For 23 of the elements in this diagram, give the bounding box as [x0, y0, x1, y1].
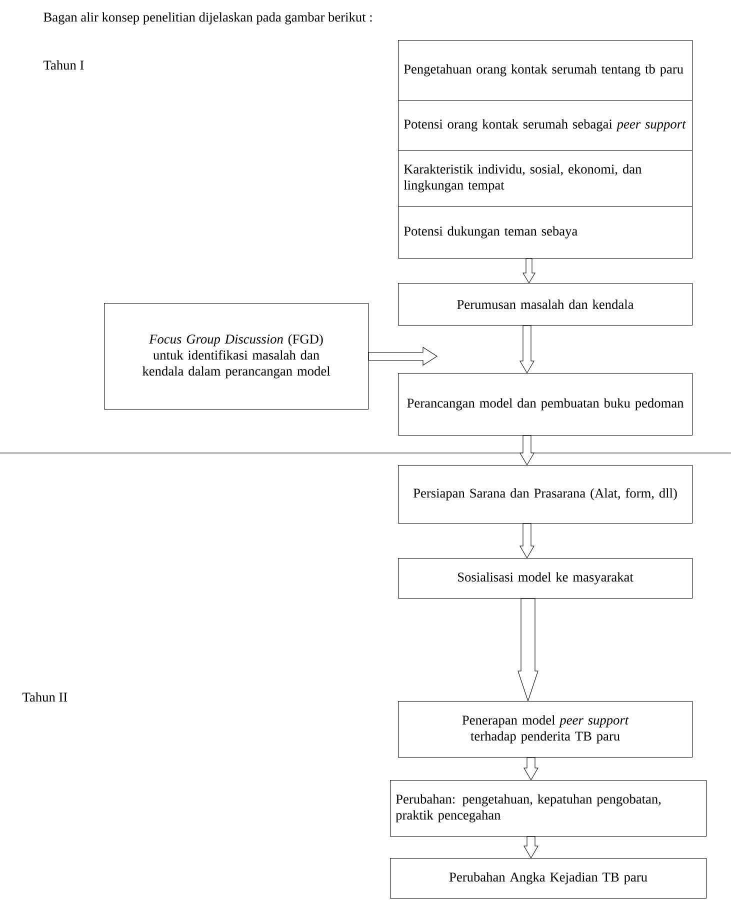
process-box: Penerapan model peer support terhadap penderita TB paru [398, 701, 693, 758]
hollow-arrow [520, 523, 534, 559]
hollow-arrow [524, 757, 538, 781]
process-box: Potensi orang kontak serumah sebagai peer support [398, 100, 693, 151]
process-box: Sosialisasi model ke masyarakat [398, 558, 693, 599]
hollow-arrow [368, 346, 438, 366]
process-box: Perubahan Angka Kejadian TB paru [390, 858, 707, 899]
process-box: Persiapan Sarana dan Prasarana (Alat, form, dll) [398, 465, 693, 524]
process-box: Karakteristik individu, sosial, ekonomi, dan lingkungan tempat [398, 150, 693, 207]
process-box: Perancangan model dan pembuatan buku pedoman [398, 373, 693, 436]
hollow-arrow [524, 836, 538, 859]
process-box: Perubahan: pengetahuan, kepatuhan pengobatan, praktik pencegahan [390, 780, 707, 837]
year-label: Tahun II [22, 692, 68, 702]
process-box: Perumusan masalah dan kendala [398, 283, 693, 326]
hollow-arrow [518, 598, 538, 702]
process-box: Potensi dukungan teman sebaya [398, 206, 693, 259]
process-box: Focus Group Discussion (FGD) untuk identifikasi masalah dan kendala dalam perancangan model [104, 303, 369, 410]
hollow-arrow [522, 258, 536, 284]
year-label: Tahun I [44, 60, 84, 70]
hollow-arrow [520, 435, 534, 466]
heading-text: Bagan alir konsep penelitian dijelaskan pada gambar berikut : [44, 12, 372, 24]
process-box: Pengetahuan orang kontak serumah tentang tb paru [398, 40, 693, 101]
hollow-arrow [520, 325, 534, 374]
